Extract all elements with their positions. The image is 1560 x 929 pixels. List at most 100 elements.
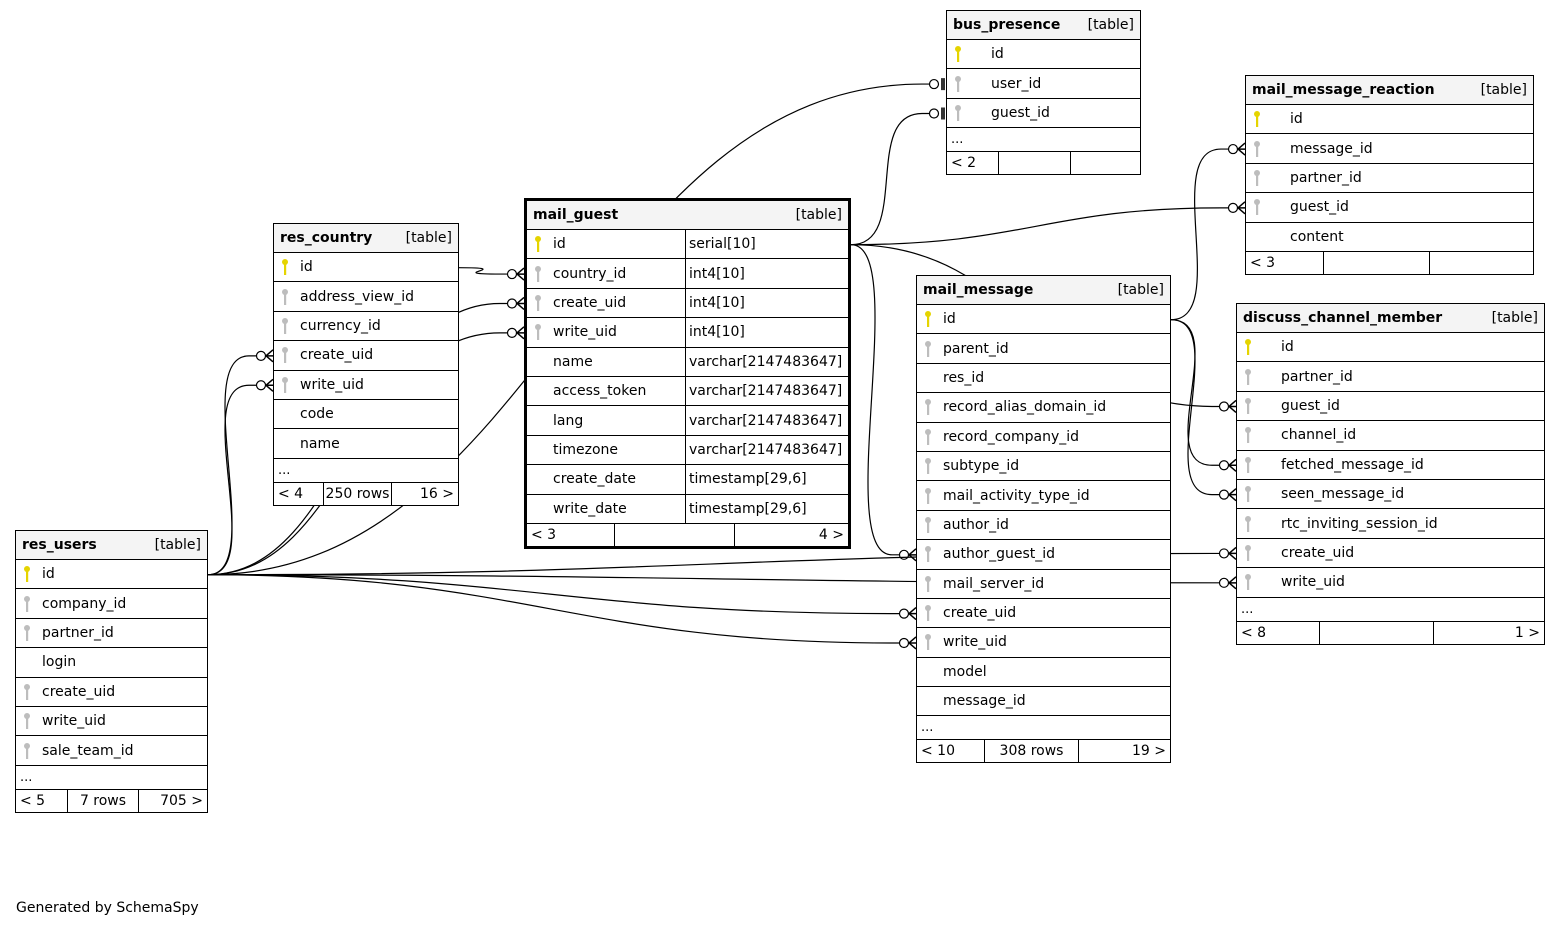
no-key-spacer	[280, 405, 294, 423]
column-row[interactable]: id	[947, 40, 1140, 70]
table-mail-message[interactable]: mail_message [table] id parent_id res_id…	[916, 275, 1171, 764]
column-row[interactable]: id	[1246, 105, 1533, 135]
column-row[interactable]: write_uid	[274, 371, 458, 400]
table-name[interactable]: res_users	[22, 537, 97, 553]
crows-foot-marker	[516, 296, 525, 311]
more-columns-ellipsis[interactable]: ...	[274, 459, 458, 483]
column-row[interactable]: create_uid	[274, 341, 458, 371]
column-row[interactable]: create_date timestamp[29,6]	[527, 465, 848, 495]
parents-count[interactable]: < 3	[1246, 251, 1324, 274]
column-row[interactable]: res_id	[917, 364, 1170, 394]
more-columns-ellipsis[interactable]: ...	[917, 716, 1170, 741]
more-columns-ellipsis[interactable]: ...	[1237, 598, 1544, 622]
column-row[interactable]: seen_message_id	[1237, 480, 1544, 510]
table-name[interactable]: discuss_channel_member	[1243, 310, 1443, 326]
parents-count[interactable]: < 4	[274, 482, 324, 505]
column-row[interactable]: guest_id	[947, 99, 1140, 129]
column-row[interactable]: subtype_id	[917, 452, 1170, 482]
parents-count[interactable]: < 3	[527, 523, 615, 546]
table-discuss-channel-member[interactable]: discuss_channel_member [table] id partne…	[1236, 303, 1545, 645]
column-row[interactable]: id	[16, 560, 207, 590]
column-row[interactable]: author_id	[917, 511, 1170, 541]
children-count[interactable]: 16 >	[420, 485, 454, 502]
children-count[interactable]: 705 >	[160, 792, 203, 809]
column-row[interactable]: code	[274, 400, 458, 430]
table-name[interactable]: res_country	[280, 230, 373, 246]
children-count[interactable]	[1071, 152, 1140, 174]
table-name[interactable]: mail_guest	[533, 207, 619, 223]
column-row[interactable]: id	[917, 305, 1170, 335]
column-row[interactable]: id serial[10]	[527, 230, 848, 260]
column-row[interactable]: lang varchar[2147483647]	[527, 406, 848, 436]
crows-foot-marker	[908, 548, 917, 562]
column-row[interactable]: id	[274, 253, 458, 283]
parents-count[interactable]: < 10	[917, 740, 985, 763]
column-row[interactable]: content	[1246, 223, 1533, 252]
column-row[interactable]: user_id	[947, 69, 1140, 99]
children-count[interactable]: 19 >	[1132, 743, 1166, 760]
column-row[interactable]: create_uid	[917, 599, 1170, 629]
column-row[interactable]: address_view_id	[274, 282, 458, 312]
column-row[interactable]: message_id	[917, 687, 1170, 717]
generated-by-caption: Generated by SchemaSpy	[16, 900, 199, 916]
column-row[interactable]: channel_id	[1237, 421, 1544, 451]
table-mail-message-reaction[interactable]: mail_message_reaction [table] id message…	[1245, 75, 1534, 275]
column-row[interactable]: create_uid	[16, 678, 207, 707]
parents-count[interactable]: < 2	[947, 152, 999, 175]
column-row[interactable]: write_uid	[917, 628, 1170, 658]
column-row[interactable]: message_id	[1246, 134, 1533, 164]
table-bus-presence[interactable]: bus_presence [table] id user_id guest_id…	[946, 10, 1141, 176]
column-row[interactable]: country_id int4[10]	[527, 259, 848, 289]
column-row[interactable]: timezone varchar[2147483647]	[527, 435, 848, 466]
table-name[interactable]: mail_message	[923, 282, 1034, 298]
column-row[interactable]: access_token varchar[2147483647]	[527, 376, 848, 407]
column-row[interactable]: write_date timestamp[29,6]	[527, 494, 848, 524]
children-count[interactable]: 4 >	[818, 526, 844, 543]
table-type-label: [table]	[1087, 17, 1134, 33]
column-row[interactable]: partner_id	[1246, 164, 1533, 194]
column-row[interactable]: guest_id	[1246, 193, 1533, 223]
column-name: guest_id	[991, 104, 1050, 121]
foreign-key-icon	[923, 604, 937, 622]
column-row[interactable]: parent_id	[917, 334, 1170, 364]
crows-foot-marker	[1228, 399, 1237, 414]
column-row[interactable]: create_uid int4[10]	[527, 288, 848, 319]
column-row[interactable]: partner_id	[16, 619, 207, 649]
column-row[interactable]: model	[917, 658, 1170, 688]
column-row[interactable]: fetched_message_id	[1237, 451, 1544, 480]
children-count[interactable]	[1430, 252, 1533, 274]
column-row[interactable]: record_alias_domain_id	[917, 393, 1170, 423]
column-row[interactable]: record_company_id	[917, 423, 1170, 452]
primary-key-icon	[923, 310, 937, 328]
column-name: model	[943, 663, 987, 680]
table-mail-guest[interactable]: mail_guest [table] id serial[10] country…	[524, 198, 851, 549]
column-row[interactable]: create_uid	[1237, 539, 1544, 569]
column-row[interactable]: rtc_inviting_session_id	[1237, 509, 1544, 539]
column-row[interactable]: name	[274, 429, 458, 459]
table-name[interactable]: mail_message_reaction	[1252, 82, 1435, 98]
column-row[interactable]: write_uid	[1237, 568, 1544, 598]
parents-count[interactable]: < 8	[1237, 621, 1320, 644]
table-name[interactable]: bus_presence	[953, 17, 1061, 33]
column-row[interactable]: login	[16, 648, 207, 678]
column-row[interactable]: mail_activity_type_id	[917, 481, 1170, 511]
column-row[interactable]: id	[1237, 333, 1544, 363]
more-columns-ellipsis[interactable]: ...	[947, 128, 1140, 153]
column-row[interactable]: write_uid int4[10]	[527, 318, 848, 348]
column-row[interactable]: guest_id	[1237, 392, 1544, 422]
column-row[interactable]: mail_server_id	[917, 570, 1170, 599]
column-row[interactable]: name varchar[2147483647]	[527, 347, 848, 377]
column-row[interactable]: sale_team_id	[16, 736, 207, 766]
more-columns-ellipsis[interactable]: ...	[16, 766, 207, 790]
column-row[interactable]: write_uid	[16, 707, 207, 737]
column-row[interactable]: partner_id	[1237, 362, 1544, 392]
table-res-users[interactable]: res_users [table] id company_id partner_…	[15, 530, 208, 813]
children-count[interactable]: 1 >	[1514, 624, 1540, 641]
table-res-country[interactable]: res_country [table] id address_view_id c…	[273, 223, 459, 506]
column-row[interactable]: author_guest_id	[917, 540, 1170, 570]
foreign-key-icon	[923, 457, 937, 475]
column-row[interactable]: company_id	[16, 589, 207, 619]
foreign-key-icon	[923, 398, 937, 416]
column-row[interactable]: currency_id	[274, 312, 458, 342]
parents-count[interactable]: < 5	[16, 789, 68, 812]
